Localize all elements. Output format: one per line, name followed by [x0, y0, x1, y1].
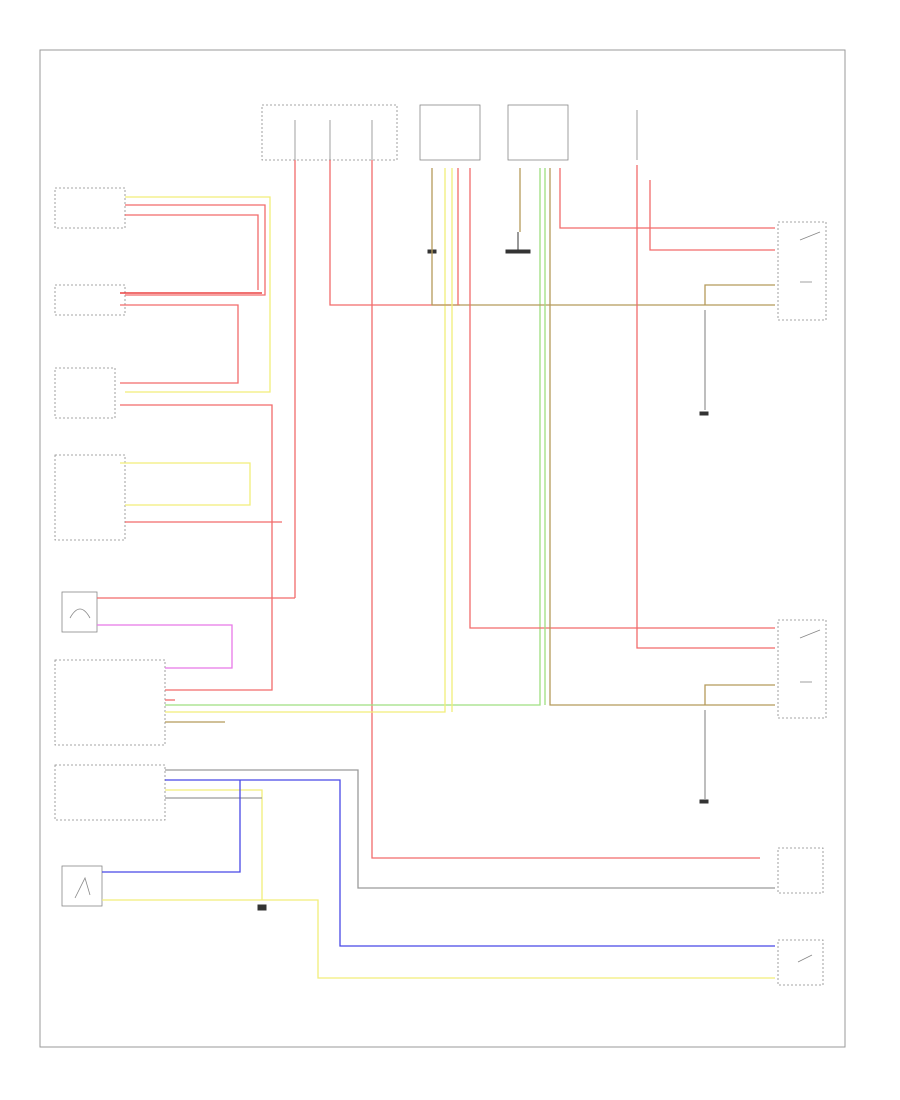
wire-yellow-9 [120, 462, 251, 506]
wire-blue-32 [165, 779, 775, 947]
wire-red-4 [125, 214, 259, 290]
rear-sensor-box [61, 865, 103, 907]
bottom-right-switch-2 [777, 939, 824, 986]
wire-brown-29 [704, 684, 775, 705]
wire-brown-27 [704, 284, 775, 305]
rear-control-unit [54, 764, 166, 821]
wire-gray-31 [165, 769, 775, 889]
ground-g3 [699, 411, 709, 804]
wire-yellow-14 [165, 168, 446, 713]
ground-g2 [505, 232, 531, 254]
instrument-cluster-pins [54, 659, 166, 746]
brake-light-switch-left-upper [54, 187, 126, 229]
right-headlamp-assembly [777, 619, 827, 719]
left-lamp-cluster-sensor [61, 591, 98, 633]
bottom-right-switch-1 [777, 847, 824, 894]
ground-left-bottom [257, 904, 267, 911]
fuse-block-top [261, 104, 398, 161]
wire-red-24 [559, 168, 775, 229]
wire-magenta-12 [97, 624, 233, 669]
wire-red-26 [649, 180, 775, 251]
brake-light-switch-left-lower [54, 454, 126, 541]
wire-yellow-5 [125, 196, 271, 393]
wire-red-19 [469, 168, 775, 629]
wire-yellow-33 [165, 789, 263, 900]
wires [97, 160, 775, 979]
wire-yellow-36 [102, 899, 775, 979]
wire-red-3 [125, 204, 266, 296]
wire-brown-17 [431, 168, 775, 306]
wire-red-1 [329, 160, 460, 306]
diagram-border [39, 49, 846, 1048]
brake-lamp-module [54, 367, 116, 419]
wire-red-2 [371, 160, 760, 859]
right-headlamp-relay-top [419, 104, 481, 161]
brake-lamp-relay [54, 284, 126, 316]
wire-red-25 [636, 165, 775, 649]
wire-blue-35 [102, 780, 241, 873]
wire-green-13 [165, 168, 541, 706]
wire-red-8 [120, 404, 273, 691]
wire-red-7 [120, 304, 239, 384]
wire-brown-23 [549, 168, 775, 706]
left-headlamp-assembly [777, 221, 827, 321]
left-headlamp-relay-top [507, 104, 569, 161]
